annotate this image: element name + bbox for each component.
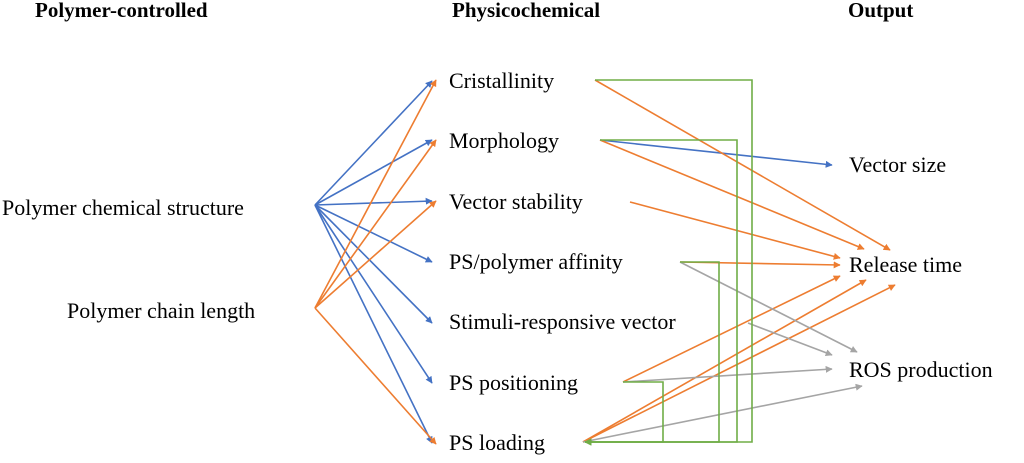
header-physicochemical: Physicochemical (452, 0, 600, 22)
edge-morph-to-rel (599, 139, 865, 250)
edge-pos-to-ros (622, 365, 833, 383)
edge-stim-to-rel (582, 284, 896, 443)
edge-chain-to-load (314, 307, 437, 445)
node-release-time: Release time (849, 252, 962, 277)
node-ps-polymer-affinity: PS/polymer affinity (449, 249, 623, 274)
node-stimuli-responsive-vector: Stimuli-responsive vector (449, 309, 676, 334)
header-polymer-controlled: Polymer-controlled (35, 0, 208, 22)
edge-chem-to-pos (314, 204, 433, 384)
edge-load-to-rel (582, 279, 867, 443)
node-vector-stability: Vector stability (449, 189, 583, 214)
node-ps-positioning: PS positioning (449, 370, 578, 395)
edge-stim-to-ros (747, 322, 833, 357)
edge-chem-to-stab (314, 197, 433, 206)
edge-crist-to-rel (594, 79, 891, 251)
edge-chem-to-load (314, 204, 433, 444)
edges-layer (314, 79, 896, 446)
edge-chain-to-morph (314, 139, 437, 309)
edge-chem-to-stim (314, 204, 433, 324)
edge-pos-to-load (584, 381, 664, 446)
edge-chem-to-crist (314, 80, 433, 206)
edge-chem-to-aff (314, 204, 433, 263)
edge-aff-to-load (584, 261, 720, 446)
node-ps-loading: PS loading (449, 430, 545, 455)
node-morphology: Morphology (449, 128, 559, 153)
node-vector-size: Vector size (849, 152, 946, 177)
edge-morph-to-size (599, 139, 833, 168)
edge-pos-to-rel (622, 275, 841, 383)
edge-stab-to-rel (629, 201, 841, 260)
header-output: Output (848, 0, 913, 22)
node-polymer-chemical-structure: Polymer chemical structure (2, 195, 244, 220)
edge-chain-to-stab (314, 200, 437, 309)
node-polymer-chain-length: Polymer chain length (67, 298, 255, 323)
edge-aff-to-ros (679, 261, 858, 353)
edge-load-to-ros (582, 383, 863, 443)
node-cristallinity: Cristallinity (449, 68, 554, 93)
node-ros-production: ROS production (849, 357, 993, 382)
edge-chem-to-morph (314, 139, 433, 206)
edge-chain-to-crist (314, 79, 437, 309)
